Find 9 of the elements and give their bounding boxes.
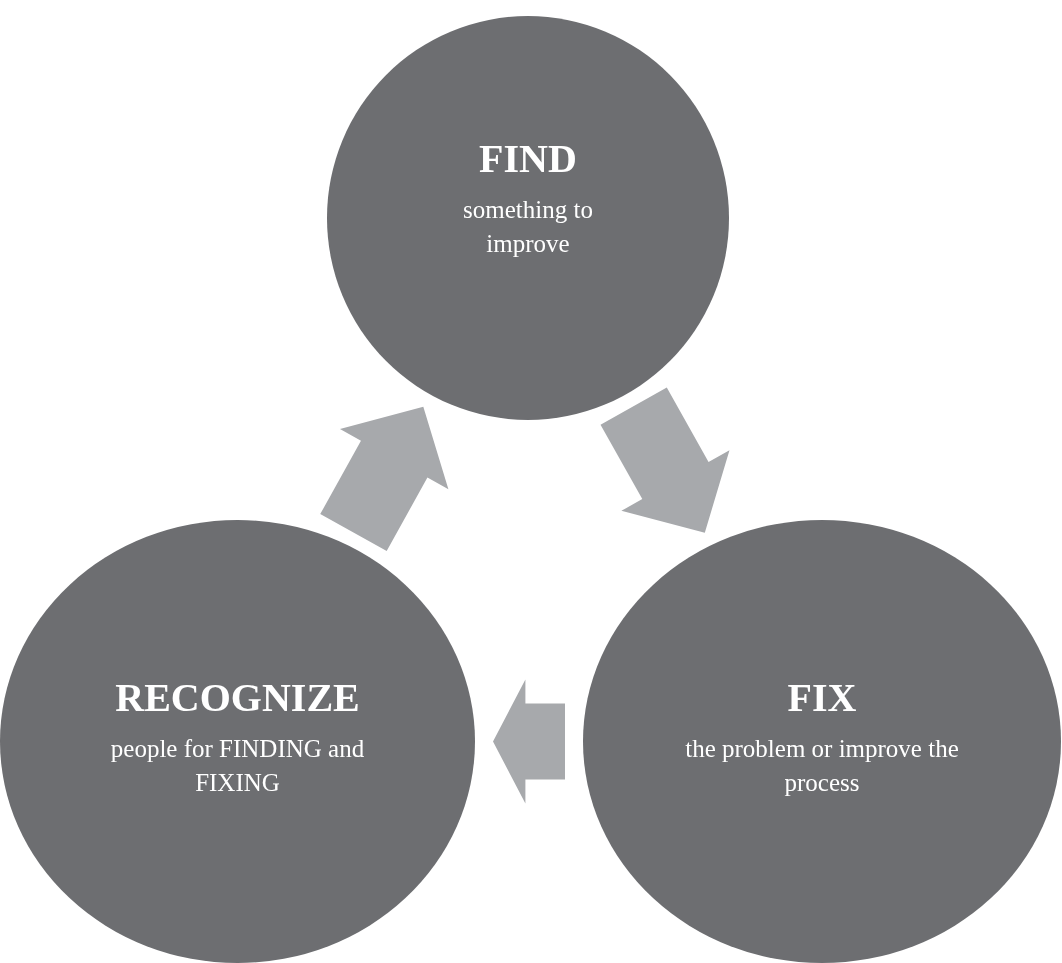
- block-arrow: [600, 387, 730, 533]
- step-heading: FIND: [479, 135, 577, 184]
- step-description: something to improve: [462, 195, 594, 259]
- step-heading: RECOGNIZE: [115, 673, 360, 722]
- step-description: people for FINDING and FIXING: [109, 733, 366, 798]
- block-arrow: [320, 406, 449, 551]
- step-heading: FIX: [787, 673, 857, 722]
- step-description: the problem or improve the process: [684, 733, 960, 798]
- block-arrow: [493, 679, 565, 804]
